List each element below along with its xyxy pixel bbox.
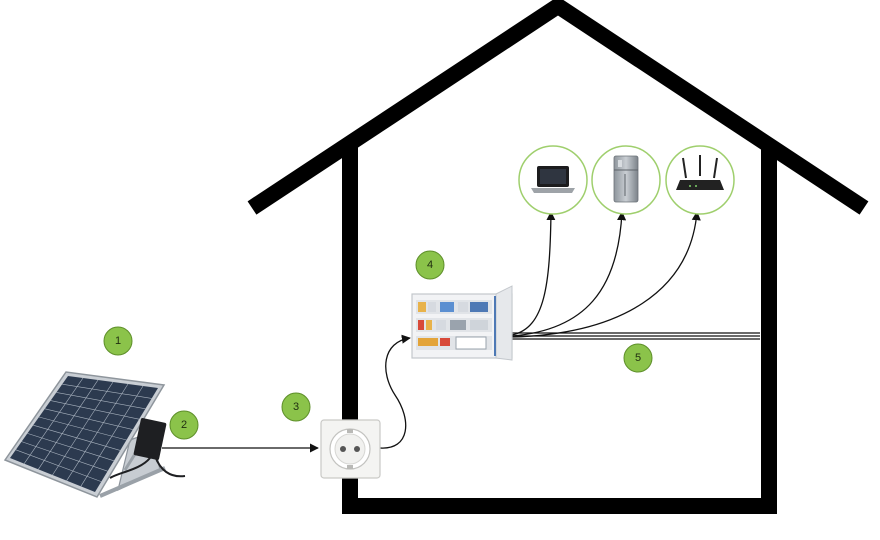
panel-cell-line xyxy=(80,385,144,487)
device-laptop xyxy=(518,145,588,215)
refrigerator-icon xyxy=(613,155,639,203)
house-walls xyxy=(342,145,777,514)
badge-4: 4 xyxy=(415,250,445,280)
house-roof xyxy=(247,0,869,215)
wire-board-to-laptop xyxy=(511,211,556,336)
badge-5-label: 5 xyxy=(635,352,641,364)
badge-4-label: 4 xyxy=(427,259,433,271)
wire-board-to-router xyxy=(511,211,701,338)
badge-2-label: 2 xyxy=(181,419,187,431)
panel-cell-line xyxy=(66,383,129,481)
wire-board-to-fridge xyxy=(511,211,627,337)
wiring xyxy=(162,211,760,453)
device-refrigerator xyxy=(591,145,661,215)
panel-cell-line xyxy=(38,379,99,470)
micro-inverter-image xyxy=(133,418,167,460)
wire-socket-to-board xyxy=(379,334,411,449)
house-outline xyxy=(247,0,869,514)
panel-cell-line xyxy=(52,381,114,476)
badge-3: 3 xyxy=(281,392,311,422)
router-icon xyxy=(676,155,724,190)
laptop-icon xyxy=(531,166,575,193)
badge-5: 5 xyxy=(623,343,653,373)
device-router xyxy=(665,145,735,215)
badge-2: 2 xyxy=(169,410,199,440)
solar-panel-image xyxy=(3,371,186,498)
panel-cell-line xyxy=(23,377,84,464)
badge-1: 1 xyxy=(103,326,133,356)
badge-1-label: 1 xyxy=(115,335,121,347)
distribution-board-image xyxy=(411,285,513,361)
power-socket-image xyxy=(320,419,381,479)
badge-3-label: 3 xyxy=(293,401,299,413)
